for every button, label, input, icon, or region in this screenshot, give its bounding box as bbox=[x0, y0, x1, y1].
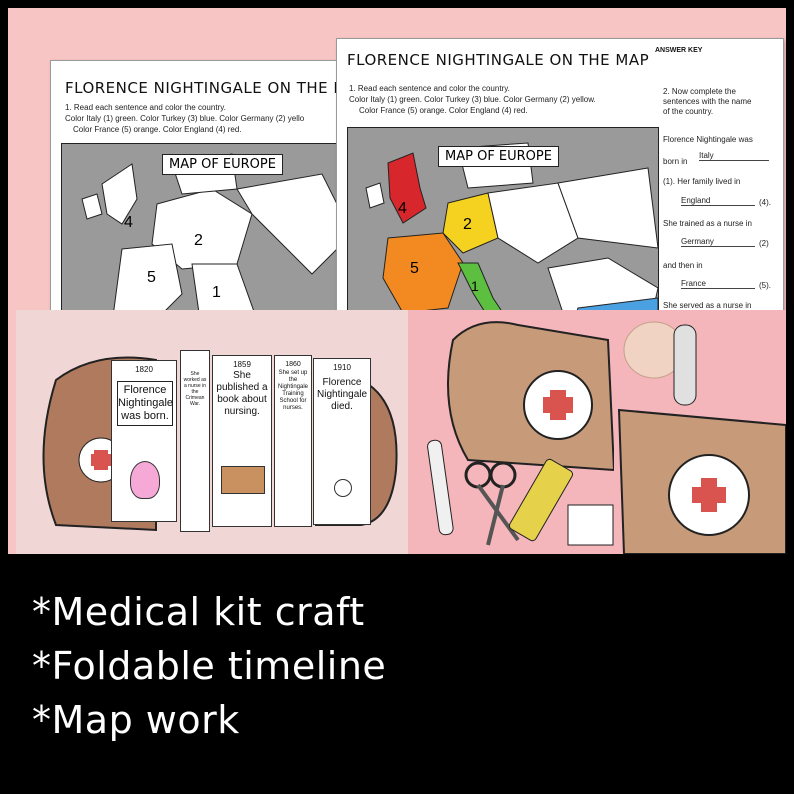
sentence-2: born in bbox=[663, 157, 688, 166]
worksheet-front-instr-3: Color France (5) orange. Color England (… bbox=[359, 106, 528, 115]
timeline-year-4: 1860 bbox=[285, 361, 301, 368]
timeline-text-4: She set up the Nightingale Training Scho… bbox=[277, 370, 309, 411]
map-number-1-front: 1 bbox=[471, 278, 479, 294]
map-number-4-front: 4 bbox=[398, 200, 407, 217]
instr-right-2: sentences with the name bbox=[663, 97, 752, 106]
sentence-3: (1). Her family lived in bbox=[663, 177, 741, 186]
map-number-2-back: 2 bbox=[194, 232, 203, 249]
sentence-4: She trained as a nurse in bbox=[663, 219, 752, 228]
map-number-5-back: 5 bbox=[147, 269, 156, 286]
collage-area: FLORENCE NIGHTINGALE ON THE M 1. Read ea… bbox=[8, 8, 786, 554]
worksheet-front: FLORENCE NIGHTINGALE ON THE MAP ANSWER K… bbox=[336, 38, 784, 341]
worksheet-front-instr-2: Color Italy (1) green. Color Turkey (3) … bbox=[349, 95, 596, 104]
timeline-panel-5: 1910 Florence Nightingale died. bbox=[313, 358, 371, 525]
timeline-panel-2: She worked as a nurse in the Crimean War… bbox=[180, 350, 210, 532]
worksheet-front-instr-1: 1. Read each sentence and color the coun… bbox=[349, 84, 510, 93]
map-of-europe-label-front: MAP OF EUROPE bbox=[438, 146, 559, 167]
timeline-year-1: 1820 bbox=[135, 365, 153, 374]
worksheet-back-instr-2: Color Italy (1) green. Color Turkey (3) … bbox=[65, 114, 305, 123]
hand-kit-photo bbox=[614, 310, 786, 554]
timeline-panel-4: 1860 She set up the Nightingale Training… bbox=[274, 355, 312, 527]
worksheet-back: FLORENCE NIGHTINGALE ON THE M 1. Read ea… bbox=[50, 60, 353, 335]
europe-map-front-shapes bbox=[365, 142, 658, 340]
instr-right-1: 2. Now complete the bbox=[663, 87, 736, 96]
answer-france: France bbox=[681, 279, 755, 289]
baby-icon bbox=[130, 461, 160, 499]
timeline-year-3: 1859 bbox=[233, 360, 251, 369]
map-of-europe-label-back: MAP OF EUROPE bbox=[162, 154, 283, 175]
answer-key-label: ANSWER KEY bbox=[655, 47, 703, 54]
timeline-text-1: Florence Nightingale was born. bbox=[117, 381, 173, 426]
caption-line-3: *Map work bbox=[32, 698, 240, 742]
medical-kit-drawing bbox=[427, 321, 614, 546]
answer-num-4: (4). bbox=[759, 198, 771, 207]
answer-germany: Germany bbox=[681, 237, 755, 247]
sentence-5: and then in bbox=[663, 261, 703, 270]
worksheet-front-title: FLORENCE NIGHTINGALE ON THE MAP bbox=[347, 51, 650, 69]
timeline-year-5: 1910 bbox=[333, 363, 351, 372]
timeline-panel-3: 1859 She published a book about nursing. bbox=[212, 355, 272, 527]
timeline-text-2: She worked as a nurse in the Crimean War… bbox=[183, 371, 207, 407]
instr-right-3: of the country. bbox=[663, 107, 714, 116]
map-number-2-front: 2 bbox=[463, 216, 472, 233]
answer-italy: Italy bbox=[699, 151, 769, 161]
timeline-photo: 1820 Florence Nightingale was born. She … bbox=[16, 310, 408, 554]
worksheet-back-instr-1: 1. Read each sentence and color the coun… bbox=[65, 103, 226, 112]
sentence-1: Florence Nightingale was bbox=[663, 135, 753, 144]
answer-num-2: (2) bbox=[759, 239, 769, 248]
caption-line-2: *Foldable timeline bbox=[32, 644, 387, 688]
europe-map-front: MAP OF EUROPE 4 2 5 1 3 bbox=[347, 127, 659, 341]
map-number-5-front: 5 bbox=[410, 260, 419, 277]
rose-icon bbox=[334, 479, 352, 497]
timeline-text-5: Florence Nightingale died. bbox=[317, 377, 368, 412]
map-number-1-back: 1 bbox=[212, 284, 221, 301]
worksheet-back-instr-3: Color France (5) orange. Color England (… bbox=[73, 125, 242, 134]
hand-kit-drawing bbox=[617, 321, 786, 554]
medical-kit-photo bbox=[408, 310, 614, 554]
answer-num-5: (5). bbox=[759, 281, 771, 290]
timeline-panel-1: 1820 Florence Nightingale was born. bbox=[111, 360, 177, 522]
map-number-4-back: 4 bbox=[124, 214, 133, 231]
timeline-text-3: She published a book about nursing. bbox=[216, 370, 268, 417]
answer-england: England bbox=[681, 196, 755, 206]
europe-map-back: MAP OF EUROPE 4 2 5 1 bbox=[61, 143, 353, 335]
worksheet-back-title: FLORENCE NIGHTINGALE ON THE M bbox=[65, 79, 347, 97]
book-icon bbox=[221, 466, 265, 494]
sentence-6: She served as a nurse in bbox=[663, 301, 752, 310]
caption-line-1: *Medical kit craft bbox=[32, 590, 365, 634]
